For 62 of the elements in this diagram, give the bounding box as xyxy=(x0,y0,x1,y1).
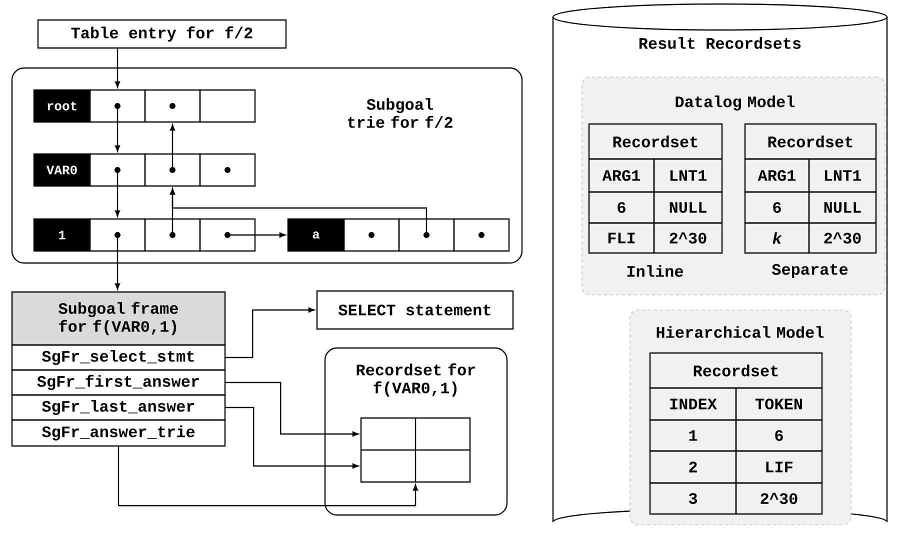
frame-field: SgFr_last_answer xyxy=(11,394,226,421)
trie-cell xyxy=(398,218,455,252)
table-cell: 6 xyxy=(735,419,823,452)
table-cell: 2 xyxy=(649,450,737,484)
trie-cell xyxy=(89,89,146,123)
table-cell: 2^30 xyxy=(653,222,723,254)
table-cell: 2^30 xyxy=(808,222,877,254)
trie-cell xyxy=(144,218,201,252)
arrow xyxy=(114,170,120,217)
table-cell: INDEX xyxy=(649,387,737,421)
table-cell: TOKEN xyxy=(735,387,823,421)
table-caption: Separate xyxy=(772,264,848,278)
trie-key-cell: a xyxy=(287,218,345,252)
arrow xyxy=(226,382,359,437)
trie-key-cell: VAR0 xyxy=(33,153,91,187)
arrow xyxy=(114,106,120,152)
table-header: Recordset xyxy=(588,123,723,160)
arrow xyxy=(170,188,428,235)
recordset-grid xyxy=(360,417,471,483)
trie-cell xyxy=(199,153,256,187)
trie-key-cell: root xyxy=(33,89,91,123)
trie-cell xyxy=(89,218,146,252)
table-cell: 6 xyxy=(744,191,810,224)
recordset-panel: Recordset for f(VAR0,1) xyxy=(324,347,508,516)
frame-field: SgFr_first_answer xyxy=(11,369,226,396)
arrow xyxy=(170,124,176,170)
table-header: Recordset xyxy=(744,123,877,160)
trie-cell xyxy=(343,218,400,252)
trie-cell xyxy=(144,89,201,123)
table-entry-box: Table entry for f/2 xyxy=(37,19,287,49)
frame-field: SgFr_select_stmt xyxy=(11,344,226,371)
trie-cell xyxy=(144,153,201,187)
table-cell: LNT1 xyxy=(808,158,877,193)
node-label: Result Recordsets xyxy=(639,37,801,49)
table-cell: LIF xyxy=(735,450,823,484)
table-cell: 6 xyxy=(588,191,655,224)
trie-cell xyxy=(89,153,146,187)
trie-cell xyxy=(199,89,256,123)
arrow xyxy=(114,235,120,290)
table-cell: LNT1 xyxy=(653,158,723,193)
table-cell: ARG1 xyxy=(744,158,810,193)
table-cell: k xyxy=(744,222,810,254)
table-cell: FLI xyxy=(588,222,655,254)
table-cell: NULL xyxy=(653,191,723,224)
table-caption: Inline xyxy=(627,265,684,277)
table-cell: NULL xyxy=(808,191,877,224)
table-cell: 1 xyxy=(649,419,737,452)
statement-box: SELECT statement xyxy=(316,290,514,330)
arrow xyxy=(114,48,120,88)
trie-cell xyxy=(453,218,510,252)
arrow xyxy=(228,232,286,238)
frame-header: Subgoal frame for f(VAR0,1) xyxy=(11,291,226,346)
arrow xyxy=(226,307,315,358)
arrow xyxy=(226,406,359,469)
frame-field: SgFr_answer_trie xyxy=(11,419,226,447)
arrow xyxy=(118,446,418,506)
table-cell: ARG1 xyxy=(588,158,655,193)
table-header: Recordset xyxy=(649,352,823,389)
table-cell: 2^30 xyxy=(735,482,823,515)
trie-key-cell: 1 xyxy=(33,218,91,252)
table-cell: 3 xyxy=(649,482,737,515)
trie-cell xyxy=(199,218,256,252)
